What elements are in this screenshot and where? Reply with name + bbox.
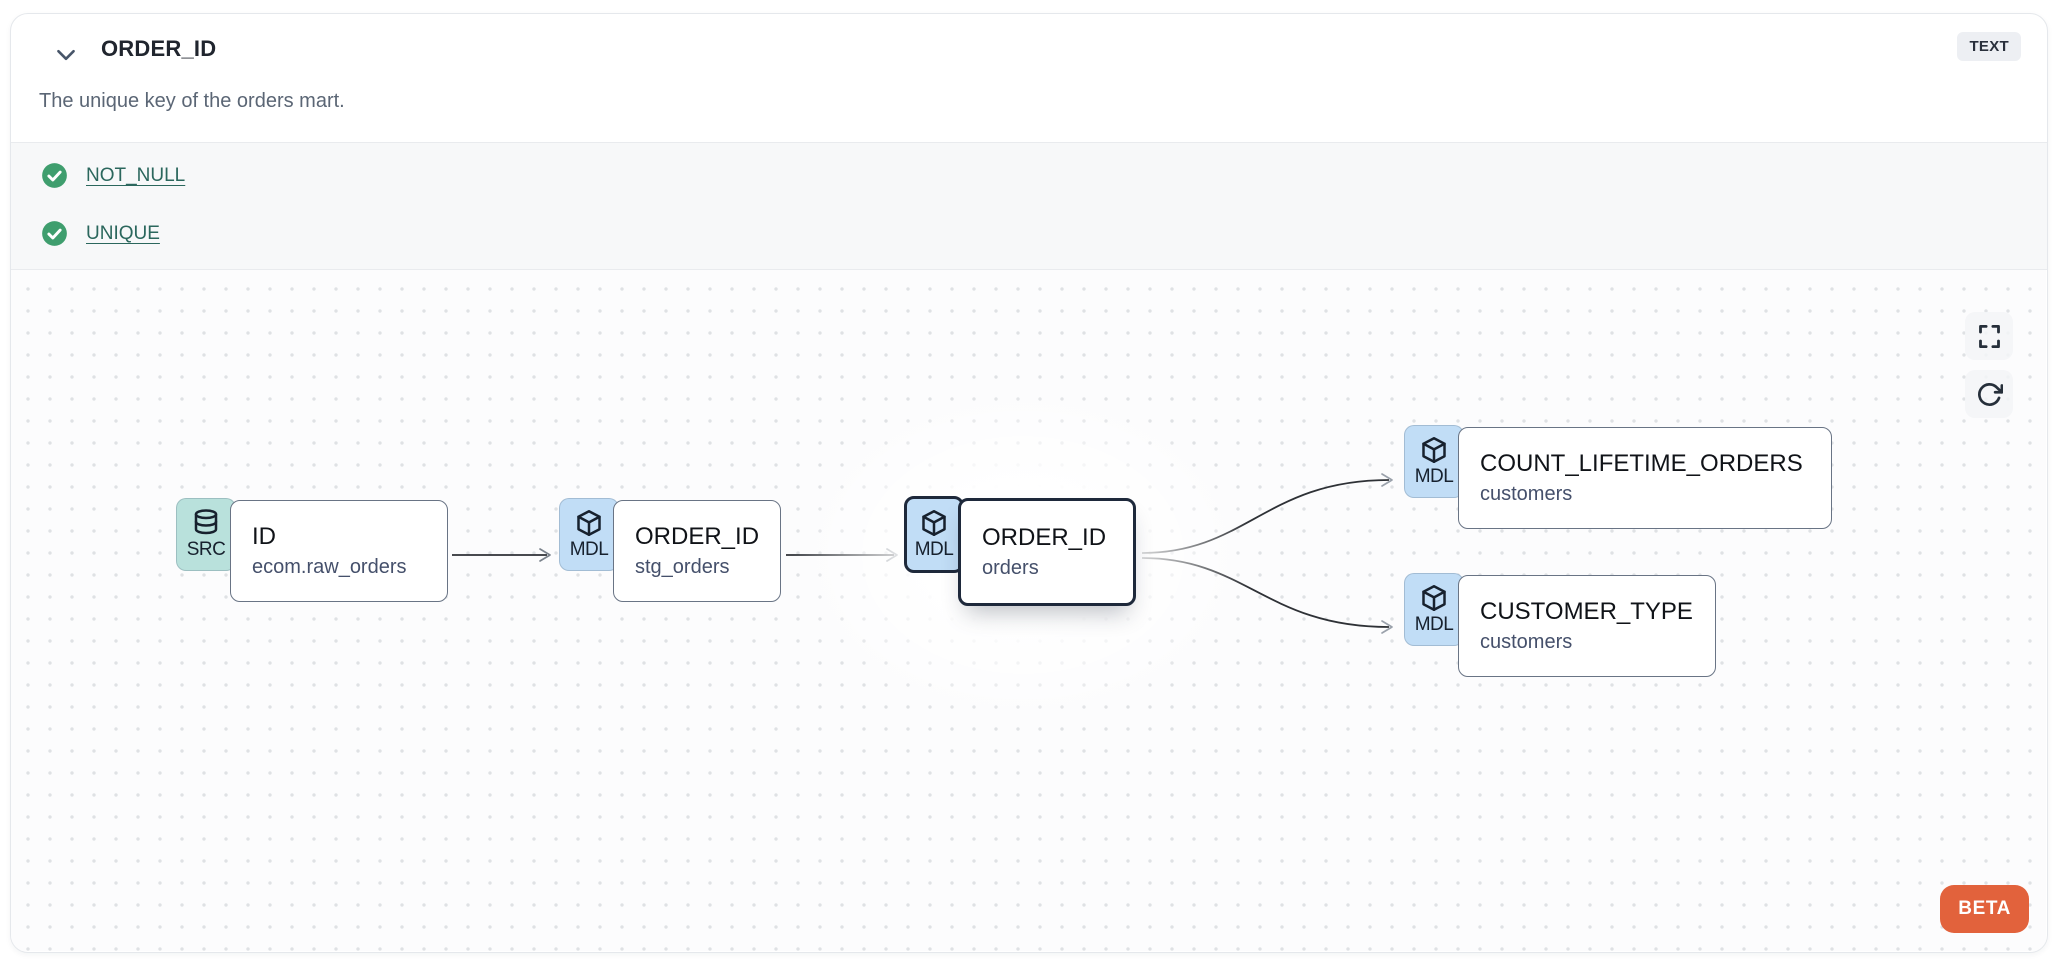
test-pass-check-icon: [42, 163, 67, 188]
node-subtitle: orders: [982, 557, 1039, 579]
cube-icon: [1422, 437, 1446, 463]
node-title: COUNT_LIFETIME_ORDERS: [1480, 450, 1803, 477]
test-pass-check-icon: [42, 221, 67, 246]
test-row: NOT_NULL: [41, 162, 2047, 189]
badge-label: MDL: [569, 539, 609, 560]
column-title: ORDER_ID: [101, 36, 217, 61]
test-row: UNIQUE: [41, 220, 2047, 247]
column-details-panel: ORDER_ID TEXT The unique key of the orde…: [10, 13, 2048, 953]
node-subtitle: stg_orders: [635, 556, 730, 578]
lineage-node-orders-selected[interactable]: MDL ORDER_ID orders: [904, 496, 1136, 606]
model-type-badge: MDL: [1404, 425, 1464, 498]
cube-icon: [922, 510, 946, 536]
badge-label: MDL: [914, 539, 954, 560]
test-link-unique[interactable]: UNIQUE: [86, 222, 160, 244]
node-title: ID: [252, 523, 276, 550]
lineage-node-count-lifetime-orders[interactable]: MDL COUNT_LIFETIME_ORDERS customers: [1404, 425, 1832, 529]
model-type-badge: MDL: [904, 496, 964, 573]
data-type-badge: TEXT: [1957, 32, 2021, 61]
source-type-badge: SRC: [176, 498, 236, 571]
beta-badge: BETA: [1940, 885, 2029, 933]
column-description: The unique key of the orders mart.: [39, 90, 345, 112]
badge-label: MDL: [1414, 614, 1454, 635]
node-title: ORDER_ID: [982, 524, 1107, 551]
fullscreen-icon: [1978, 324, 2000, 348]
refresh-button[interactable]: [1965, 370, 2013, 418]
refresh-icon: [1977, 382, 2003, 406]
collapse-button[interactable]: [51, 40, 81, 70]
lineage-edges: [452, 473, 1393, 634]
database-icon: [194, 509, 218, 535]
lineage-node-customer-type[interactable]: MDL CUSTOMER_TYPE customers: [1404, 573, 1716, 677]
node-title: ORDER_ID: [635, 523, 760, 550]
model-type-badge: MDL: [559, 498, 619, 571]
cube-icon: [1422, 585, 1446, 611]
model-type-badge: MDL: [1404, 573, 1464, 646]
lineage-canvas[interactable]: SRC ID ecom.raw_orders MDL ORDER_ID stg_…: [11, 270, 2046, 951]
cube-icon: [577, 510, 601, 536]
chevron-down-icon: [57, 49, 75, 61]
fullscreen-button[interactable]: [1965, 312, 2013, 360]
badge-label: SRC: [186, 539, 226, 560]
test-link-not-null[interactable]: NOT_NULL: [86, 164, 186, 186]
node-title: CUSTOMER_TYPE: [1480, 598, 1693, 625]
node-subtitle: ecom.raw_orders: [252, 556, 407, 578]
node-subtitle: customers: [1480, 631, 1573, 653]
node-subtitle: customers: [1480, 483, 1573, 505]
lineage-node-source[interactable]: SRC ID ecom.raw_orders: [176, 498, 448, 602]
lineage-node-stg-orders[interactable]: MDL ORDER_ID stg_orders: [559, 498, 781, 602]
badge-label: MDL: [1414, 466, 1454, 487]
tests-section: NOT_NULL UNIQUE: [11, 142, 2047, 270]
